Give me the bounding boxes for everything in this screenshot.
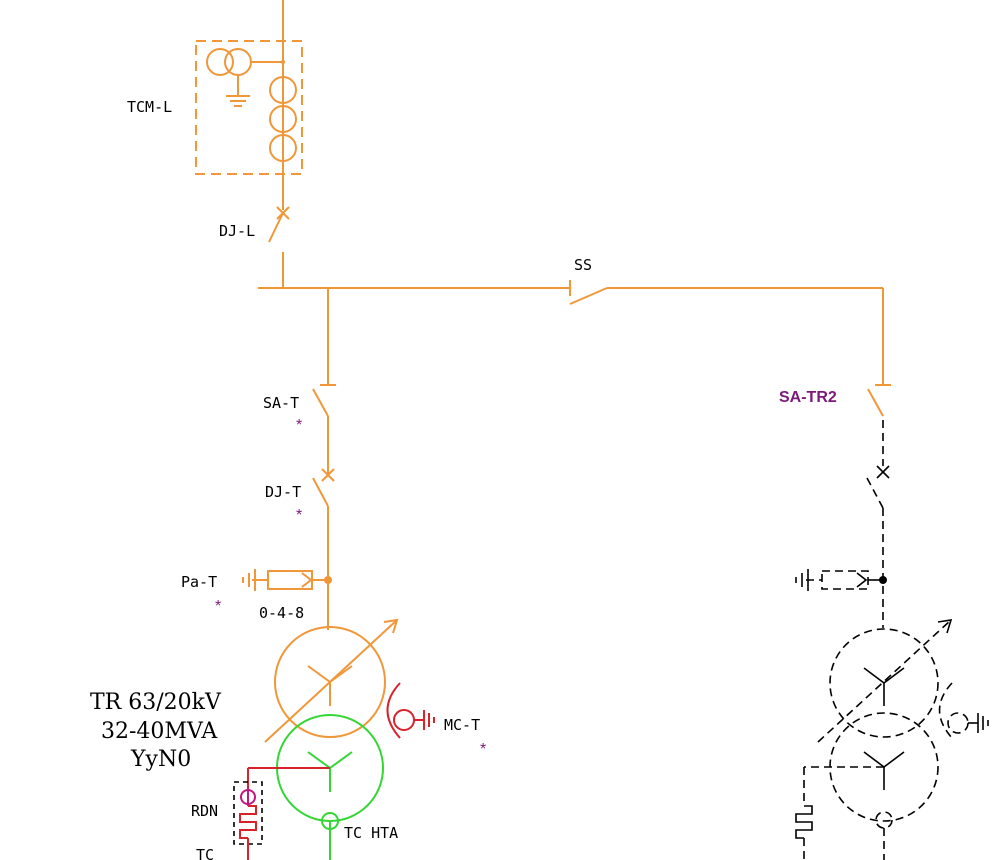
tap-range-label: 0-4-8	[259, 604, 304, 622]
mc-t-current-sensor	[386, 682, 435, 739]
mc-t-label: MC-T	[444, 716, 480, 734]
tr-rating-line2: 32-40MVA	[101, 719, 218, 744]
dj-l-label: DJ-L	[219, 222, 255, 240]
dj-t-label: DJ-T	[265, 483, 301, 501]
dj-t-breaker	[312, 468, 335, 630]
pa-t-label: Pa-T	[181, 573, 217, 591]
sa-t-disconnector	[312, 288, 336, 475]
tc-label: TC	[196, 846, 214, 860]
tr-rating-line1: TR 63/20kV	[90, 690, 222, 715]
rdn-label: RDN	[191, 802, 218, 820]
pa-t-arrester	[242, 569, 332, 591]
future-transformer-bay	[795, 420, 989, 860]
busbar	[258, 280, 883, 305]
dj-t-star: *	[296, 507, 302, 524]
sa-t-label: SA-T	[263, 394, 299, 412]
ss-label: SS	[574, 256, 592, 274]
tc-hta-label: TC HTA	[344, 824, 398, 842]
pa-t-star: *	[215, 598, 221, 615]
neutral-connection	[233, 767, 330, 860]
sa-tr2-disconnector	[867, 288, 891, 417]
mc-t-star: *	[480, 741, 486, 758]
dj-l-breaker	[268, 206, 290, 288]
sa-tr2-label: SA-TR2	[779, 389, 837, 406]
tcm-l-cubicle	[195, 0, 303, 210]
sa-t-star: *	[296, 417, 302, 434]
tr-rating-line3: YyN0	[130, 747, 191, 772]
tcm-l-label: TCM-L	[127, 98, 172, 116]
